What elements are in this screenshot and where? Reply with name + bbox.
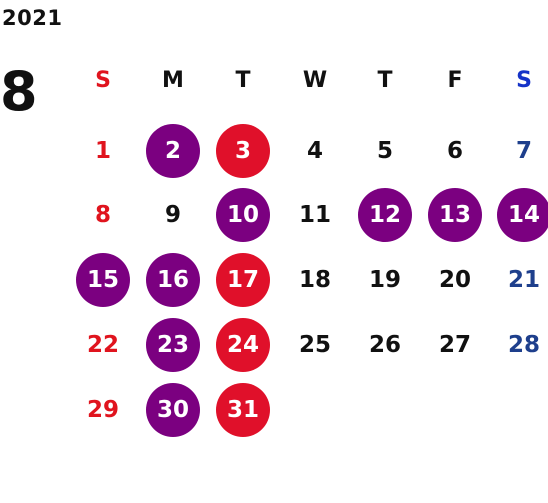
day-cell[interactable]: 29: [86, 396, 119, 423]
day-cell[interactable]: 8: [94, 201, 111, 228]
day-cell[interactable]: 3: [216, 124, 270, 178]
weekday-header: M: [162, 68, 184, 93]
day-cell[interactable]: 26: [368, 331, 401, 358]
day-cell[interactable]: 17: [216, 253, 270, 307]
weekday-header: S: [516, 68, 532, 93]
year-label: 2021: [2, 6, 63, 30]
day-cell[interactable]: 21: [507, 266, 540, 293]
day-cell[interactable]: 15: [76, 253, 130, 307]
day-cell[interactable]: 23: [146, 318, 200, 372]
day-cell[interactable]: 14: [497, 188, 548, 242]
weekday-header: F: [447, 68, 463, 93]
day-cell[interactable]: 11: [298, 201, 331, 228]
day-cell[interactable]: 9: [164, 201, 181, 228]
day-cell[interactable]: 25: [298, 331, 331, 358]
weekday-header: T: [377, 68, 393, 93]
day-cell[interactable]: 22: [86, 331, 119, 358]
weekday-header: T: [235, 68, 251, 93]
month-number: 8: [0, 60, 38, 123]
day-cell[interactable]: 30: [146, 383, 200, 437]
day-cell[interactable]: 19: [368, 266, 401, 293]
day-cell[interactable]: 4: [306, 137, 323, 164]
day-cell[interactable]: 24: [216, 318, 270, 372]
day-cell[interactable]: 31: [216, 383, 270, 437]
day-cell[interactable]: 18: [298, 266, 331, 293]
day-cell[interactable]: 10: [216, 188, 270, 242]
weekday-header: W: [302, 68, 328, 93]
day-cell[interactable]: 6: [446, 137, 463, 164]
day-cell[interactable]: 16: [146, 253, 200, 307]
day-cell[interactable]: 12: [358, 188, 412, 242]
day-cell[interactable]: 20: [438, 266, 471, 293]
day-cell[interactable]: 1: [94, 137, 111, 164]
day-cell[interactable]: 28: [507, 331, 540, 358]
day-cell[interactable]: 27: [438, 331, 471, 358]
day-cell[interactable]: 13: [428, 188, 482, 242]
day-cell[interactable]: 7: [515, 137, 532, 164]
day-cell[interactable]: 2: [146, 124, 200, 178]
weekday-header: S: [95, 68, 111, 93]
day-cell[interactable]: 5: [376, 137, 393, 164]
